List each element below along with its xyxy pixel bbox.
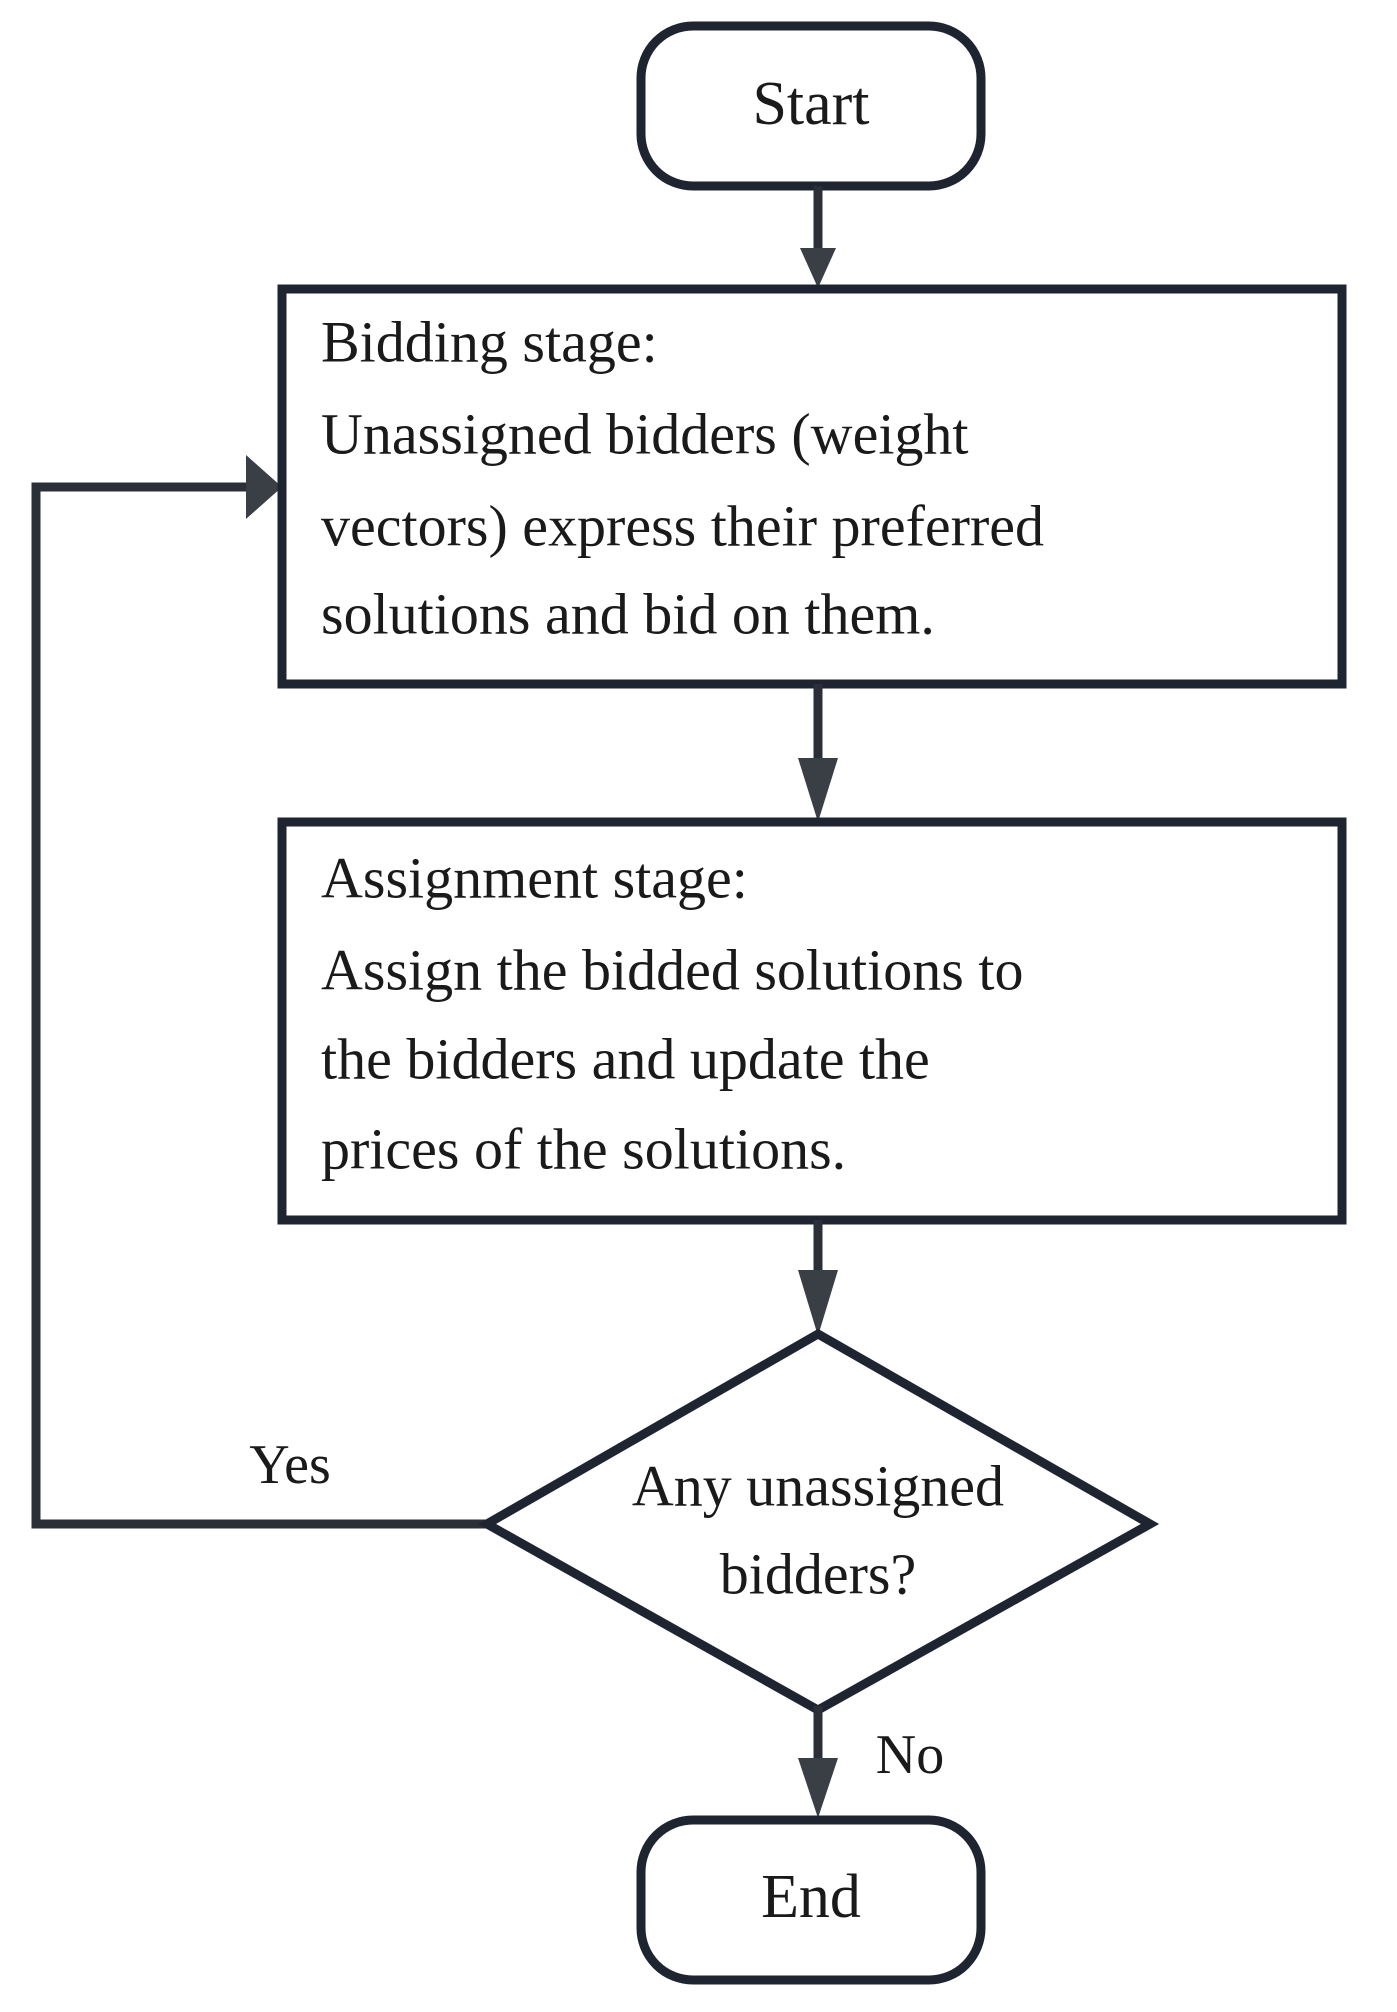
arrowhead-start-to-bidding (800, 248, 836, 288)
end-label: End (761, 1863, 861, 1931)
start-label: Start (752, 70, 869, 138)
assignment-stage-shape (277, 817, 1347, 1225)
bidding-stage-line-1: Bidding stage: (321, 309, 658, 374)
node-start[interactable]: Start (636, 21, 986, 191)
edge-label-no: No (876, 1724, 944, 1786)
bidding-stage-line-4: solutions and bid on them. (321, 581, 935, 646)
bidding-stage-line-3: vectors) express their preferred (321, 493, 1044, 558)
start-shape (636, 21, 986, 191)
edge-label-yes: Yes (249, 1434, 330, 1496)
assignment-stage-line-3: the bidders and update the (321, 1026, 930, 1091)
decision-line-1: Any unassigned (632, 1453, 1004, 1518)
bidding-stage-line-2: Unassigned bidders (weight (321, 401, 969, 466)
decision-line-2: bidders? (720, 1541, 917, 1606)
bidding-stage-shape (277, 284, 1347, 689)
arrowhead-decision-to-end (798, 1758, 838, 1818)
arrowhead-bidding-to-assignment (798, 758, 838, 822)
node-decision[interactable]: Any unassigned bidders? (477, 1328, 1160, 1716)
edge-decision-yes-to-bidding (31, 455, 487, 1529)
end-shape (636, 1815, 986, 1985)
decision-shape (477, 1328, 1160, 1716)
assignment-stage-line-1: Assignment stage: (321, 845, 748, 910)
edge-start-to-bidding (800, 186, 836, 288)
node-end[interactable]: End (636, 1815, 986, 1985)
edge-bidding-to-assignment (798, 684, 838, 822)
node-bidding-stage[interactable]: Bidding stage: Unassigned bidders (weigh… (277, 284, 1347, 689)
assignment-stage-line-4: prices of the solutions. (321, 1116, 846, 1181)
node-assignment-stage[interactable]: Assignment stage: Assign the bidded solu… (277, 817, 1347, 1225)
edge-assignment-to-decision (798, 1220, 838, 1336)
arrowhead-assignment-to-decision (798, 1270, 838, 1336)
assignment-stage-line-2: Assign the bidded solutions to (321, 937, 1023, 1002)
edge-decision-no-to-end (798, 1706, 838, 1818)
arrowhead-into-bidding (246, 455, 282, 519)
